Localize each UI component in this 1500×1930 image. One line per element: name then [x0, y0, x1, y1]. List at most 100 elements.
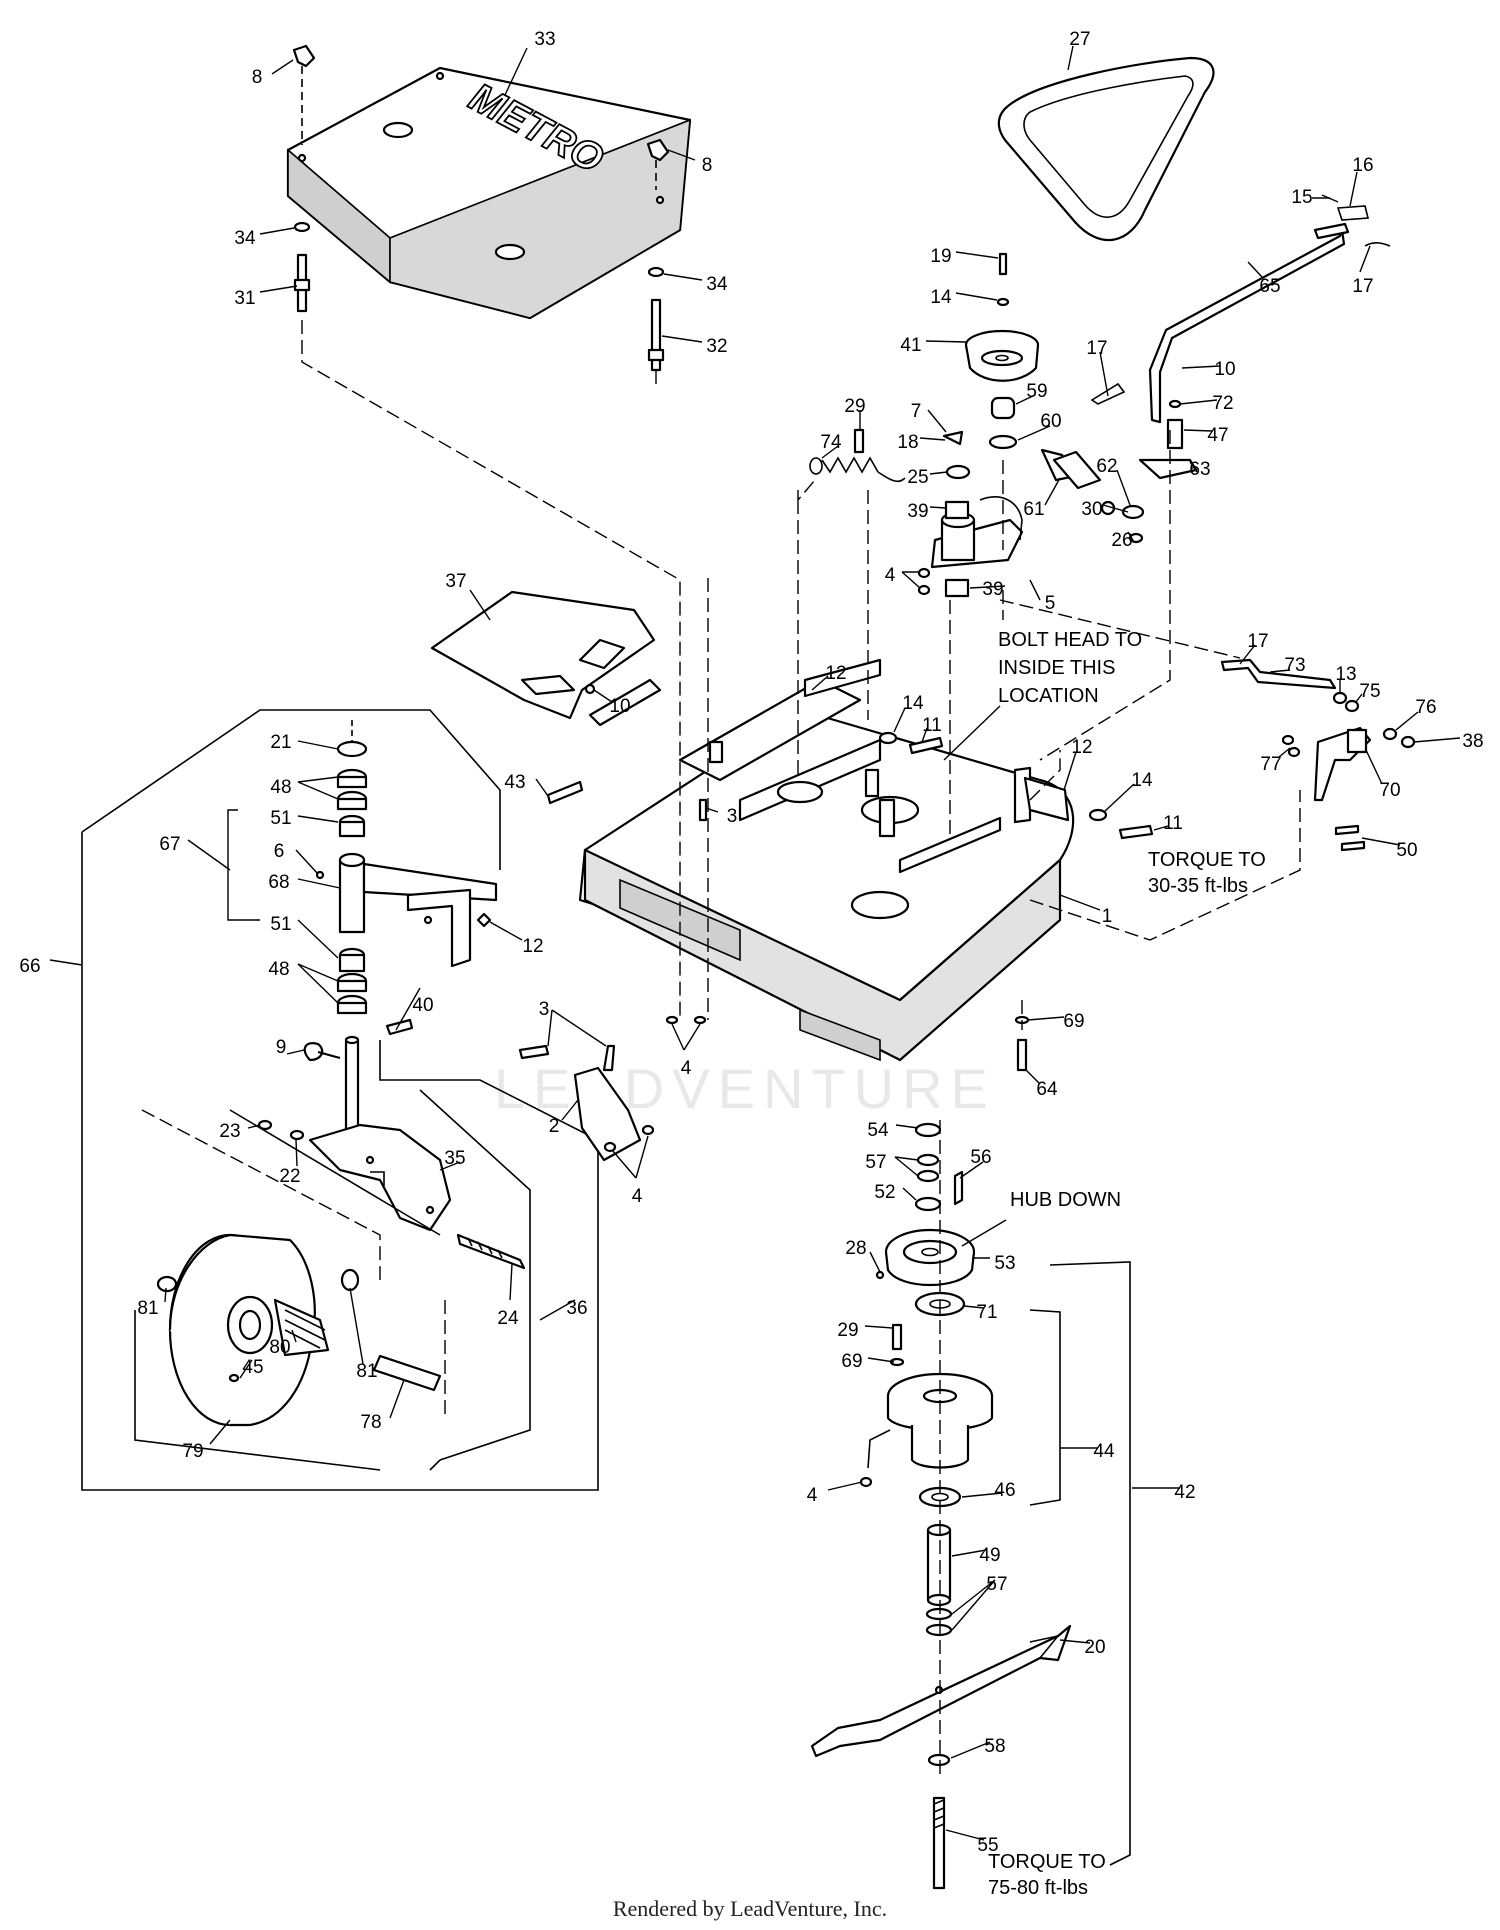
callout-55: 55 [977, 1835, 998, 1856]
callout-78: 78 [360, 1412, 381, 1433]
callout-54: 54 [867, 1120, 889, 1141]
callout-12: 12 [522, 936, 543, 957]
note-torque-deck-line-2: 30-35 ft-lbs [1148, 875, 1248, 897]
callout-69: 69 [1063, 1011, 1084, 1032]
callout-48: 48 [270, 777, 291, 798]
callout-58: 58 [984, 1736, 1005, 1757]
drive-belt-27 [997, 56, 1215, 242]
deck-cover-33: METRO [286, 66, 692, 320]
footer-credit: Rendered by LeadVenture, Inc. [612, 1896, 888, 1921]
callout-14: 14 [1131, 770, 1153, 791]
callout-59: 59 [1026, 381, 1047, 402]
callout-11: 11 [922, 715, 942, 736]
bolt-11-right [1023, 776, 1154, 840]
knob-8-left [292, 44, 316, 145]
spindle-nut-stack [914, 1122, 964, 1212]
callout-64: 64 [1036, 1079, 1058, 1100]
callout-53: 53 [994, 1253, 1015, 1274]
callout-17: 17 [1352, 276, 1373, 297]
link-73 [1220, 658, 1360, 713]
callout-7: 7 [911, 401, 922, 422]
callout-39: 39 [907, 501, 928, 522]
spindle-housing-44 [859, 1323, 994, 1488]
callout-34: 34 [706, 274, 728, 295]
callout-57: 57 [986, 1574, 1007, 1595]
callout-67: 67 [159, 834, 180, 855]
callout-15: 15 [1291, 187, 1312, 208]
callout-22: 22 [279, 1166, 300, 1187]
callout-28: 28 [845, 1238, 866, 1259]
callout-68: 68 [268, 872, 289, 893]
callout-20: 20 [1084, 1637, 1105, 1658]
caster-arm-67 [315, 852, 498, 968]
note-torque-deck-line-1: TORQUE TO [1148, 849, 1266, 871]
leader-lines [49, 45, 1461, 1841]
note-hub-down: HUB DOWN [1010, 1189, 1121, 1211]
callout-52: 52 [874, 1182, 895, 1203]
callout-1: 1 [1102, 906, 1113, 927]
callout-41: 41 [900, 335, 921, 356]
callout-65: 65 [1259, 276, 1280, 297]
callout-81: 81 [137, 1298, 158, 1319]
callout-17: 17 [1086, 338, 1107, 359]
callout-26: 26 [1111, 530, 1132, 551]
callout-73: 73 [1284, 655, 1305, 676]
callout-13: 13 [1335, 664, 1356, 685]
callout-42: 42 [1174, 1482, 1195, 1503]
callout-14: 14 [930, 287, 952, 308]
callout-70: 70 [1379, 780, 1400, 801]
callout-16: 16 [1352, 155, 1373, 176]
callout-2: 2 [549, 1116, 560, 1137]
note-hub-down-text: HUB DOWN [1010, 1189, 1121, 1211]
callout-72: 72 [1212, 393, 1233, 414]
idler-arm-5 [917, 396, 1078, 598]
callout-74: 74 [820, 432, 842, 453]
spindle-shaft-49 [925, 1523, 953, 1637]
bolt-43 [546, 780, 584, 805]
note-torque-deck: TORQUE TO 30-35 ft-lbs [1148, 849, 1266, 897]
callout-71: 71 [976, 1302, 997, 1323]
callout-35: 35 [444, 1148, 465, 1169]
callout-4: 4 [681, 1058, 692, 1079]
callout-4: 4 [885, 565, 896, 586]
callout-11: 11 [1163, 813, 1183, 834]
callout-51: 51 [270, 914, 291, 935]
callout-6: 6 [274, 841, 285, 862]
callout-25: 25 [907, 467, 928, 488]
callout-23: 23 [219, 1121, 240, 1142]
callout-56: 56 [970, 1147, 991, 1168]
callout-30: 30 [1081, 499, 1102, 520]
caster-wheel-79 [156, 1233, 442, 1427]
callout-21: 21 [270, 732, 291, 753]
blade-20 [810, 1624, 1072, 1758]
callout-3: 3 [727, 806, 738, 827]
bracket-70 [1281, 726, 1416, 852]
note-torque-blade-line-2: 75-80 ft-lbs [988, 1877, 1088, 1899]
callout-36: 36 [566, 1298, 587, 1319]
callout-38: 38 [1462, 731, 1483, 752]
callout-66: 66 [19, 956, 40, 977]
note-bolt-head-line-1: BOLT HEAD TO [998, 629, 1142, 651]
bolt-3-deck [665, 798, 708, 1025]
callout-51: 51 [270, 808, 291, 829]
callout-62: 62 [1096, 456, 1117, 477]
callout-5: 5 [1045, 593, 1056, 614]
callout-69: 69 [841, 1351, 862, 1372]
callout-24: 24 [497, 1308, 519, 1329]
callout-46: 46 [994, 1480, 1015, 1501]
callout-34: 34 [234, 228, 256, 249]
callout-76: 76 [1415, 697, 1436, 718]
blade-bolt-55 [927, 1753, 951, 1890]
callout-48: 48 [268, 959, 289, 980]
callout-80: 80 [269, 1337, 290, 1358]
callout-47: 47 [1207, 425, 1228, 446]
caster-stack-upper [336, 720, 368, 838]
caster-wheel-outline [134, 1109, 446, 1471]
bolt-29-upper [853, 428, 865, 454]
callout-18: 18 [897, 432, 918, 453]
callout-50: 50 [1396, 840, 1417, 861]
mower-deck-1 [578, 658, 1075, 1062]
bolt-11-left [878, 731, 944, 755]
callout-43: 43 [504, 772, 525, 793]
